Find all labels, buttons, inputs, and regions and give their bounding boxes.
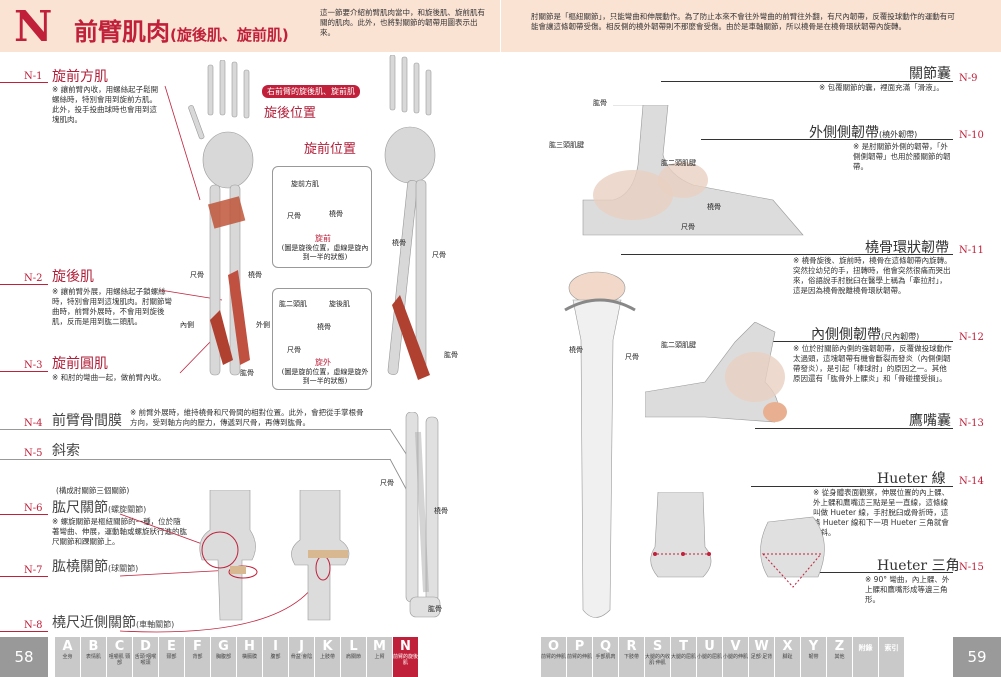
name-small: (橈外韌帶) — [879, 130, 917, 139]
figure-tag: 右前臂的旋後肌、旋前肌 — [262, 85, 360, 98]
rule — [621, 254, 953, 255]
label-biceps-2: 肱二頭肌腱 — [661, 340, 696, 350]
label-medial: 內側 — [180, 320, 194, 330]
label-humerus-3: 肱骨 — [428, 604, 442, 614]
label-humerus-r: 肱骨 — [593, 98, 607, 108]
chapter-tabs-right: O前臂的伸肌 P前臂的伸肌 Q手部肌肉 R下肢帶 S大腿的內收肌‧伸肌 T大腿的… — [541, 637, 905, 677]
forearm-pronated-illustration — [360, 55, 470, 385]
label-radius: 橈骨 — [248, 270, 262, 280]
elbow-joints-illustration — [190, 490, 390, 625]
intro-text-right: 肘關節是「樞紐關節」，只能彎曲和伸展動作。為了防止本來不會往外彎曲的前臂往外翻，… — [531, 12, 961, 32]
page-number: 58 — [0, 637, 48, 677]
supination-diagram-box: 旋前方肌 尺骨 橈骨 旋前 (圖是旋後位置，虛線是旋內到一半的狀態) — [272, 166, 372, 268]
rule — [661, 81, 953, 82]
supination-label: 旋後位置 — [264, 102, 316, 121]
label-humerus: 肱骨 — [240, 368, 254, 378]
label-ulna-2: 尺骨 — [432, 250, 446, 260]
box1-label1: 旋前方肌 — [291, 179, 319, 189]
hueter-illustration — [643, 492, 843, 602]
elbow-medial-illustration — [645, 322, 795, 432]
box2-label3: 橈骨 — [317, 322, 331, 332]
item-note-n15: ※ 90° 彎曲，內上髁、外上髁和鷹嘴形成等邊三角形。 — [865, 575, 953, 605]
tab-index[interactable]: 索引 — [879, 637, 904, 677]
label-ulna-r2: 尺骨 — [625, 352, 639, 362]
label-radius-r: 橈骨 — [707, 202, 721, 212]
pronation-label: 旋前位置 — [304, 138, 356, 157]
label-humerus-2: 肱骨 — [444, 350, 458, 360]
label-radius-3: 橈骨 — [434, 506, 448, 516]
rule — [751, 486, 953, 487]
label-ulna-r: 尺骨 — [681, 222, 695, 232]
item-note-n9: ※ 包覆關節的囊，裡面充滿「滑液」。 — [819, 83, 954, 93]
box1-red: 旋前 — [315, 233, 331, 244]
box2-caption: (圖是旋前位置，虛線是旋外到一半的狀態) — [281, 368, 369, 386]
box1-label3: 橈骨 — [329, 209, 343, 219]
label-triceps: 肱三頭肌腱 — [549, 140, 584, 150]
code-n11: N-11 — [959, 245, 984, 256]
radius-bone-illustration — [555, 270, 645, 630]
code-n10: N-10 — [959, 130, 984, 141]
item-name-n13: 鷹嘴囊 — [909, 410, 951, 430]
code-n14: N-14 — [959, 476, 984, 487]
left-page: N 前臂肌肉(旋後肌、旋前肌) 這一節要介紹前臂肌肉當中，和旋後肌、旋前肌有關的… — [0, 0, 500, 677]
code-n12: N-12 — [959, 332, 984, 343]
item-name-n9: 關節囊 — [909, 63, 951, 83]
label-radius-r2: 橈骨 — [569, 345, 583, 355]
item-note-n11: ※ 橈骨旋後、旋前時，橈骨在這條韌帶內旋轉。突然拉幼兒的手，扭轉時，他會突然很痛… — [793, 256, 953, 296]
tab-appendix[interactable]: 附錄 — [853, 637, 878, 677]
box2-red: 旋外 — [315, 357, 331, 368]
item-note-n10: ※ 是肘關節外側的韌帶，「外側側韌帶」也用於膝關節的韌帶。 — [853, 142, 955, 172]
label-ulna-3: 尺骨 — [380, 478, 394, 488]
code-n15: N-15 — [959, 562, 984, 573]
forearm-bones-illustration — [396, 412, 476, 622]
code-n9: N-9 — [959, 73, 978, 84]
name-small: (尺內韌帶) — [881, 332, 919, 341]
label-ulna: 尺骨 — [190, 270, 204, 280]
box2-label1: 肱二頭肌 — [279, 299, 307, 309]
label-radius-2: 橈骨 — [392, 238, 406, 248]
code-n13: N-13 — [959, 418, 984, 429]
right-page: 肘關節是「樞紐關節」，只能彎曲和伸展動作。為了防止本來不會往外彎曲的前臂往外翻，… — [501, 0, 1001, 677]
label-lateral: 外側 — [256, 320, 270, 330]
item-name-n14: Hueter 線 — [877, 468, 946, 488]
pronation-diagram-box: 肱二頭肌 旋後肌 橈骨 尺骨 旋外 (圖是旋前位置，虛線是旋外到一半的狀態) — [272, 288, 372, 390]
box2-label2: 旋後肌 — [329, 299, 350, 309]
box1-caption: (圖是旋後位置，虛線是旋內到一半的狀態) — [281, 244, 369, 262]
label-biceps: 肱二頭肌腱 — [661, 158, 696, 168]
box2-label4: 尺骨 — [287, 345, 301, 355]
item-note-n12: ※ 位於肘關節內側的強韌韌帶，反覆做投球動作太過頭，這塊韌帶有機會斷裂而發炎（內… — [793, 344, 953, 384]
box1-label2: 尺骨 — [287, 211, 301, 221]
page-number-right: 59 — [953, 637, 1001, 677]
